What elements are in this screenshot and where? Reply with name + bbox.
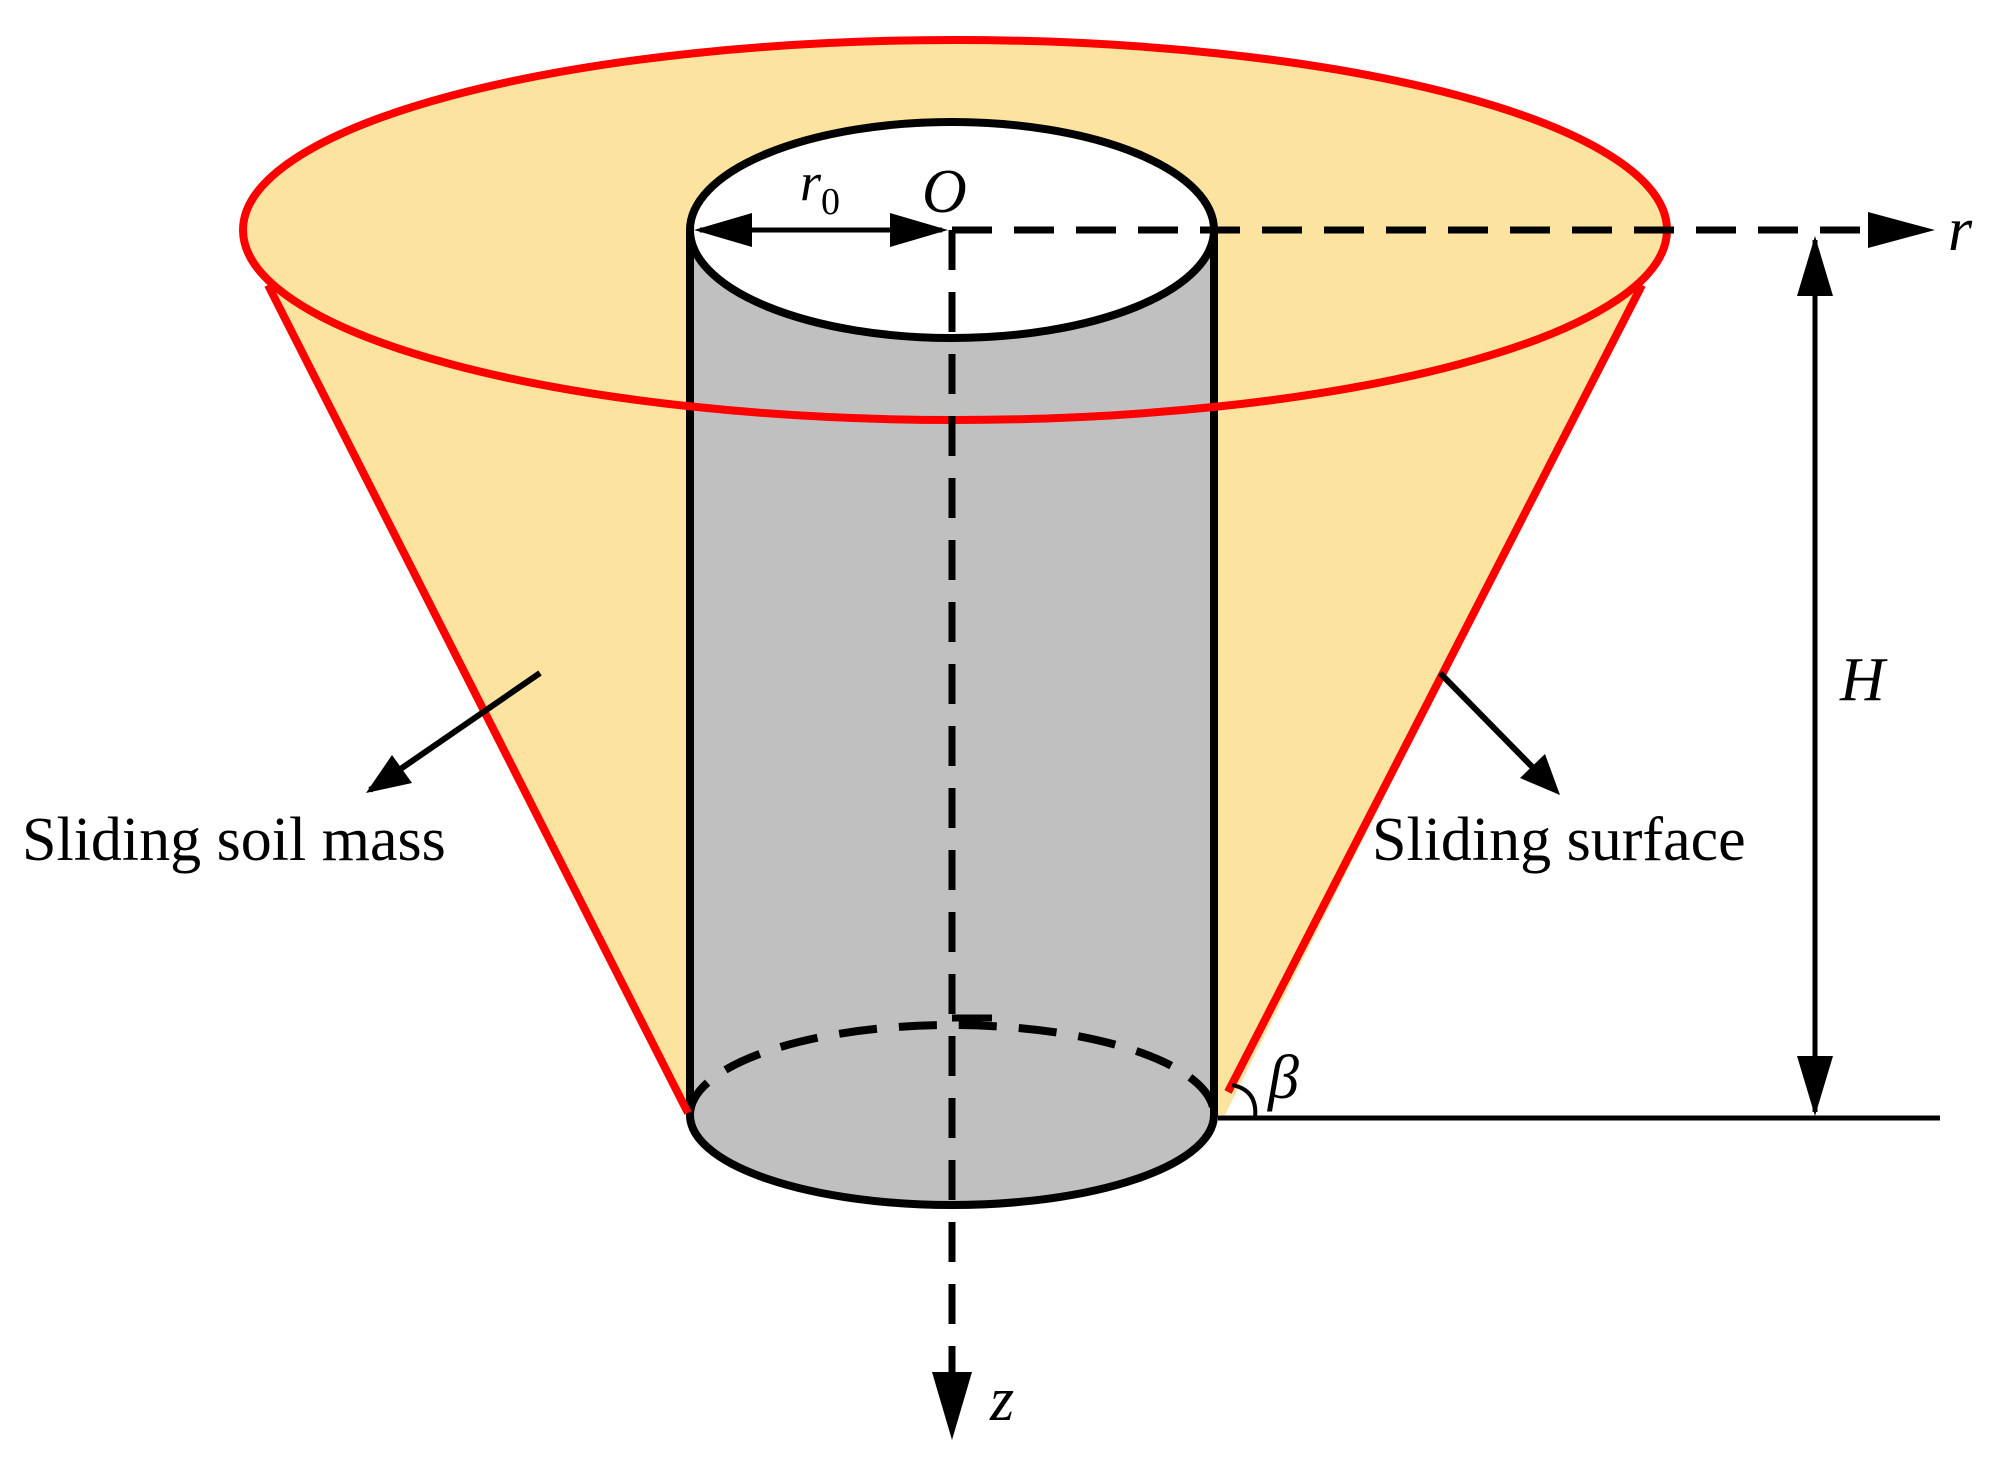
sliding-surface-right-edge [1224, 283, 1646, 1094]
sliding-surface-label: Sliding surface [1372, 806, 1746, 874]
pile-bottom-front-edge [686, 1114, 1218, 1209]
surface-leader-arrowhead [1520, 754, 1560, 795]
h-bottom-arrowhead [1797, 1056, 1833, 1116]
z-axis-arrowhead [932, 1372, 972, 1440]
r-axis-label: r [1948, 196, 1973, 264]
sliding-soil-mass-label: Sliding soil mass [22, 806, 446, 874]
r-axis-arrowhead [1868, 212, 1935, 248]
r0-left-arrowhead [694, 213, 752, 247]
radius-symbol-label: r0 [800, 152, 840, 223]
beta-angle-label: β [1267, 1044, 1299, 1112]
surface-leader-arrow [1437, 670, 1553, 788]
r0-right-arrowhead [890, 213, 948, 247]
beta-angle-arc [1231, 1083, 1258, 1119]
height-label: H [1839, 646, 1888, 714]
h-top-arrowhead [1797, 236, 1833, 296]
sliding-surface-left-edge [264, 283, 692, 1115]
origin-label: O [922, 158, 967, 226]
z-axis-label: z [989, 1366, 1014, 1434]
soil-mass-leader-arrowhead [366, 755, 412, 793]
